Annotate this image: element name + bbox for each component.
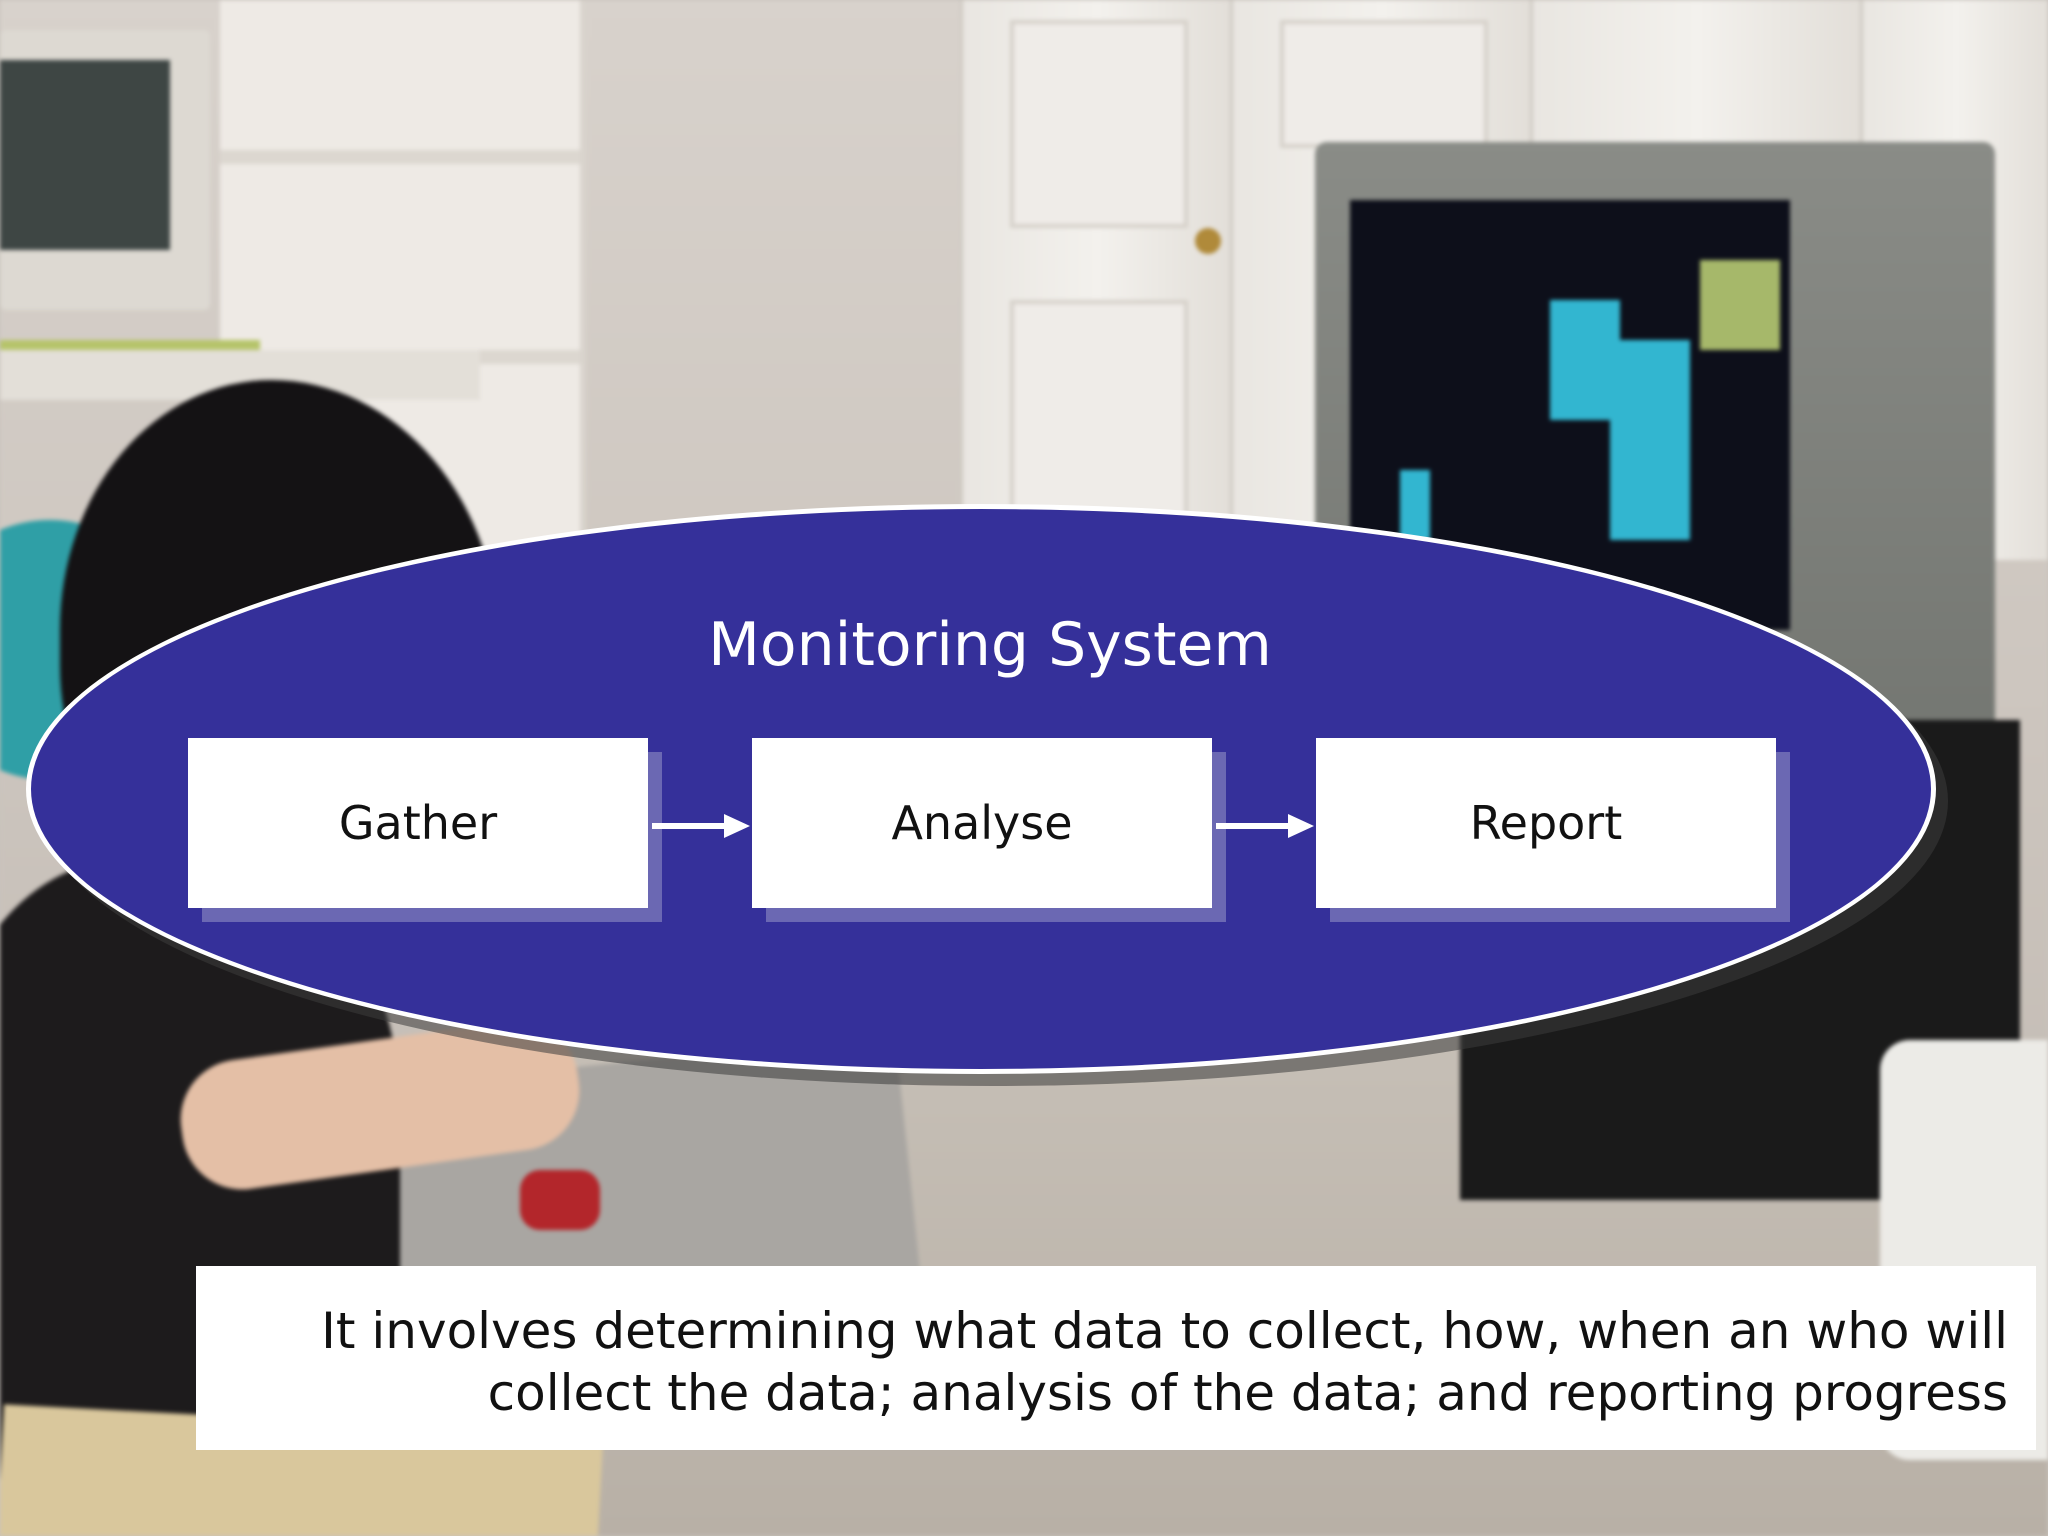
arrow-head: [724, 814, 750, 838]
game-graphic: [1400, 470, 1430, 540]
shelf: [220, 150, 580, 164]
arrow-gather-to-analyse: [652, 814, 750, 838]
door-panel: [1010, 20, 1188, 228]
arrow-head: [1288, 814, 1314, 838]
door-panel: [1280, 20, 1488, 148]
game-graphic: [1610, 340, 1690, 540]
door-knob: [1195, 228, 1221, 254]
game-graphic: [1700, 260, 1780, 350]
stage-label: Report: [1469, 796, 1623, 850]
stage-report: Report: [1316, 738, 1776, 908]
caption-box: It involves determining what data to col…: [196, 1266, 2036, 1450]
diagram-title: Monitoring System: [708, 610, 1272, 680]
arrow-analyse-to-report: [1216, 814, 1314, 838]
caption-line: It involves determining what data to col…: [321, 1302, 2008, 1360]
stage-gather: Gather: [188, 738, 648, 908]
stage-analyse: Analyse: [752, 738, 1212, 908]
door-panel: [1010, 300, 1188, 538]
controller-button: [520, 1170, 600, 1230]
monitor-screen: [0, 60, 170, 250]
stage-label: Analyse: [891, 796, 1073, 850]
caption-line: collect the data; analysis of the data; …: [487, 1364, 2008, 1422]
stage-label: Gather: [338, 796, 498, 850]
game-graphic: [1550, 300, 1620, 420]
